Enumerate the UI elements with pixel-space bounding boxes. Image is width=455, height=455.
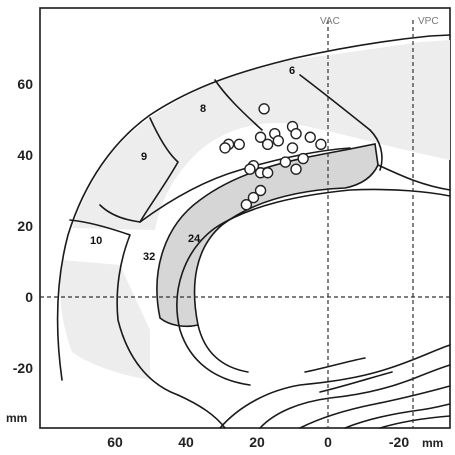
activation-focus [291, 129, 301, 139]
activation-focus [234, 139, 244, 149]
x-tick-label: 40 [178, 434, 194, 450]
x-tick-label: 20 [249, 434, 265, 450]
activation-focus [241, 200, 251, 210]
y-tick-label: -20 [13, 360, 33, 376]
activation-focus [291, 164, 301, 174]
vpc-label: VPC [418, 16, 439, 27]
x-axis-unit: mm [422, 436, 443, 450]
y-axis-unit: mm [6, 411, 27, 425]
y-axis-ticks: 60 40 20 0 -20 [13, 76, 33, 376]
area-label-8: 8 [200, 103, 206, 115]
activation-focus [259, 104, 269, 114]
x-tick-label: -20 [389, 434, 409, 450]
activation-focus [280, 157, 290, 167]
activation-focus [245, 164, 255, 174]
area-label-10: 10 [90, 235, 102, 247]
area-label-9: 9 [141, 151, 147, 163]
activation-focus [263, 139, 273, 149]
area-label-6: 6 [289, 65, 295, 77]
y-tick-label: 0 [25, 289, 33, 305]
activation-focus [288, 143, 298, 153]
vac-label: VAC [320, 16, 340, 27]
x-axis-ticks: 60 40 20 0 -20 [107, 434, 409, 450]
y-tick-label: 40 [17, 147, 33, 163]
activation-focus [316, 139, 326, 149]
activation-focus [298, 154, 308, 164]
activation-focus [273, 136, 283, 146]
activation-focus [220, 143, 230, 153]
area-label-24: 24 [188, 233, 201, 245]
area-label-32: 32 [143, 251, 155, 263]
activation-focus [305, 132, 315, 142]
y-tick-label: 60 [17, 76, 33, 92]
activation-focus [263, 168, 273, 178]
y-tick-label: 20 [17, 218, 33, 234]
x-tick-label: 60 [107, 434, 123, 450]
x-tick-label: 0 [324, 434, 332, 450]
